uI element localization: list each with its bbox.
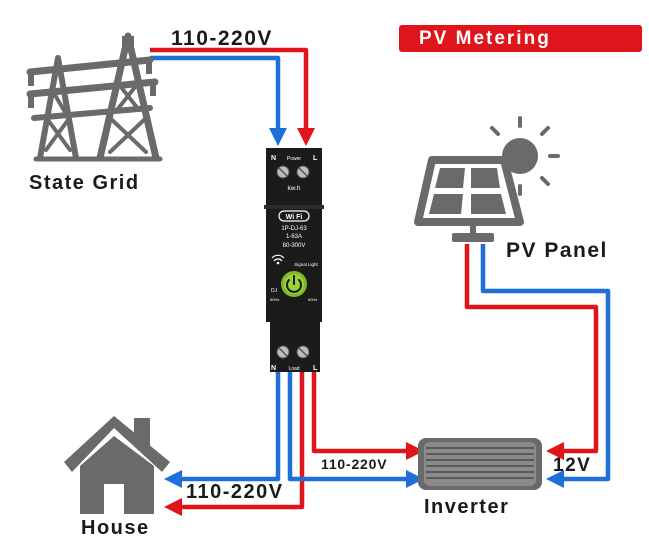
solar-panel-icon [414,116,560,242]
meter-bottom-block [270,322,320,372]
meter-power-label: Power [287,156,302,162]
dc-voltage-label: 12V [553,455,592,476]
meter-hz-left-label: 50Hz [270,297,279,302]
power-icon [286,279,302,293]
inverter-icon [418,438,542,490]
grid-live-arrow [297,128,315,146]
title-badge: PV Metering [399,25,642,52]
meter-l-top-label: L [313,155,318,162]
meter-voltage-label: 80-300V [283,243,306,249]
grid-voltage-label: 110-220V [171,27,273,50]
house-live-wire [180,372,305,510]
house-icon [64,416,170,514]
meter-top-block [266,148,322,190]
house-voltage-label: 110-220V [186,481,284,503]
meter-dj-label: DJ [271,288,278,294]
grid-neutral-arrow [269,128,287,146]
grid-live-wire [150,47,309,132]
meter-model-label: 1P-DJ-63 [281,226,307,232]
wiring [150,47,611,516]
meter-kwh-label: kw.h [287,185,300,192]
wifi-signal-icon [271,254,285,262]
inverter-voltage-label: 110-220V [321,456,388,472]
pv-neutral-wire [480,244,611,482]
house-neutral-arrow [164,470,182,488]
meter-wifi-label: Wi Fi [286,214,303,221]
meter-n-top-label: N [271,155,276,162]
inverter-ac-neutral-wire [287,372,410,482]
meter-n-bottom-label: N [271,365,276,372]
house-neutral-wire [180,372,281,482]
meter-l-bottom-label: L [313,365,318,372]
house-label: House [81,517,150,539]
din-rail-energy-meter: N L Power kw.h Wi Fi 1P-DJ-63 1-63A 80-3… [264,148,324,372]
inverter-label: Inverter [424,496,510,518]
meter-current-label: 1-63A [286,234,302,240]
grid-neutral-wire [150,55,281,132]
house-live-arrow [164,498,182,516]
meter-load-label: Load [288,366,299,372]
power-tower-icon [26,32,163,162]
inverter-ac-neutral-arrow [406,470,424,488]
inverter-ac-live-wire [311,372,410,454]
inverter-ac-live-arrow [406,442,424,460]
meter-hz-right-label: 60Hz [308,297,317,302]
pv-panel-label: PV Panel [506,239,608,262]
sun-icon [490,116,560,196]
state-grid-label: State Grid [29,172,140,194]
pv-live-wire [464,244,599,454]
meter-signal-label: Signal Light [294,262,318,267]
pv-live-arrow [546,442,564,460]
pv-neutral-arrow [546,470,564,488]
